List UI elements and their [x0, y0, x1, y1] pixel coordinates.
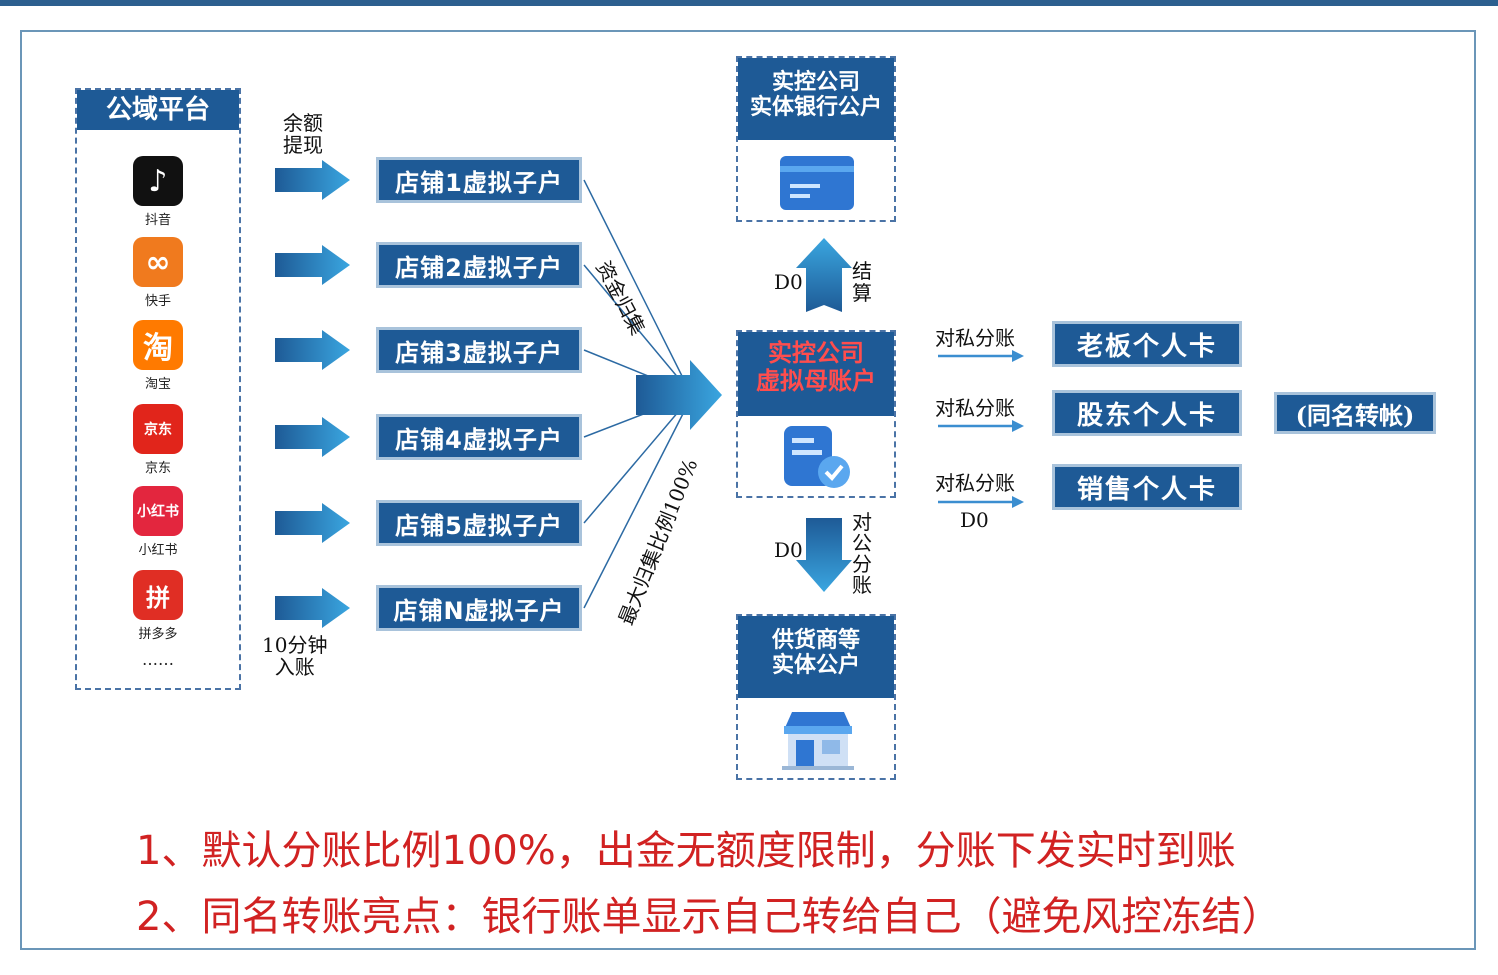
bank-card-icon: [780, 156, 854, 210]
public-platform-panel: 公域平台 ♪ 抖音 ∞ 快手 淘 淘宝 京东 京东 小红书 小红书 拼 拼多多 …: [75, 88, 241, 690]
settle-label: 结 算: [852, 259, 872, 305]
pinduoduo-icon: 拼: [133, 570, 183, 620]
shop-n-account[interactable]: 店铺N虚拟子户: [376, 585, 582, 631]
douyin-icon: ♪: [133, 156, 183, 206]
platform-pinduoduo[interactable]: 拼 拼多多: [77, 570, 239, 642]
private-split-label-3: 对私分账: [935, 471, 1015, 495]
arrow-down-split-shape: [796, 518, 852, 592]
entity-bank-account-panel[interactable]: 实控公司 实体银行公户: [736, 56, 896, 222]
d0-up-label: D0: [774, 270, 803, 294]
note-2: 2、同名转账亮点：银行账单显示自己转给自己（避免风控冻结）: [136, 894, 1282, 940]
shop-5-account[interactable]: 店铺5虚拟子户: [376, 500, 582, 546]
taobao-icon: 淘: [133, 320, 183, 370]
same-name-transfer: (同名转帐): [1274, 392, 1436, 434]
supplier-account-panel[interactable]: 供货商等 实体公户: [736, 614, 896, 780]
arrow-shop-5: [275, 503, 350, 543]
arrow-shop-1: [275, 160, 350, 200]
arrow-shop-3: [275, 330, 350, 370]
boss-card[interactable]: 老板个人卡: [1052, 321, 1242, 367]
xiaohongshu-icon: 小红书: [133, 486, 183, 536]
master-account-title: 实控公司 虚拟母账户: [738, 332, 894, 416]
private-split-label-2: 对私分账: [935, 396, 1015, 420]
store-icon: [782, 712, 854, 770]
shop-2-account[interactable]: 店铺2虚拟子户: [376, 242, 582, 288]
arrow-to-master: [636, 360, 722, 430]
platform-kuaishou[interactable]: ∞ 快手: [77, 237, 239, 309]
private-split-arrows: [938, 350, 1024, 508]
document-check-icon: [784, 426, 850, 488]
shop-4-account[interactable]: 店铺4虚拟子户: [376, 414, 582, 460]
arrow-shop-4: [275, 417, 350, 457]
platform-douyin[interactable]: ♪ 抖音: [77, 156, 239, 228]
public-platform-title: 公域平台: [77, 90, 239, 130]
arrow-up-settle-shape: [796, 238, 852, 312]
top-bar: [0, 0, 1498, 6]
sales-card[interactable]: 销售个人卡: [1052, 464, 1242, 510]
jd-icon: 京东: [133, 404, 183, 454]
master-account-panel[interactable]: 实控公司 虚拟母账户: [736, 330, 896, 498]
supplier-account-title: 供货商等 实体公户: [738, 616, 894, 698]
d0-private-label: D0: [960, 508, 989, 532]
platform-to-shop-arrows: [275, 160, 350, 628]
entity-bank-account-title: 实控公司 实体银行公户: [738, 58, 894, 140]
platform-jd[interactable]: 京东 京东: [77, 404, 239, 476]
corp-split-label: 对 公 分 账: [852, 510, 872, 597]
shop-3-account[interactable]: 店铺3虚拟子户: [376, 327, 582, 373]
private-split-label-1: 对私分账: [935, 326, 1015, 350]
arrow-shop-n: [275, 588, 350, 628]
platform-taobao[interactable]: 淘 淘宝: [77, 320, 239, 392]
platform-xiaohongshu[interactable]: 小红书 小红书: [77, 486, 239, 558]
note-1: 1、默认分账比例100%，出金无额度限制，分账下发实时到账: [136, 828, 1236, 874]
withdraw-label: 余额 提现: [283, 111, 323, 157]
settle-10min-label: 10分钟 入账: [262, 633, 328, 679]
collect-lines: [583, 179, 691, 609]
platform-more: ……: [142, 650, 174, 669]
shop-1-account[interactable]: 店铺1虚拟子户: [376, 157, 582, 203]
shareholder-card[interactable]: 股东个人卡: [1052, 390, 1242, 436]
diagram-frame: [20, 30, 1476, 950]
arrow-shop-2: [275, 245, 350, 285]
kuaishou-icon: ∞: [133, 237, 183, 287]
d0-down-label: D0: [774, 538, 803, 562]
